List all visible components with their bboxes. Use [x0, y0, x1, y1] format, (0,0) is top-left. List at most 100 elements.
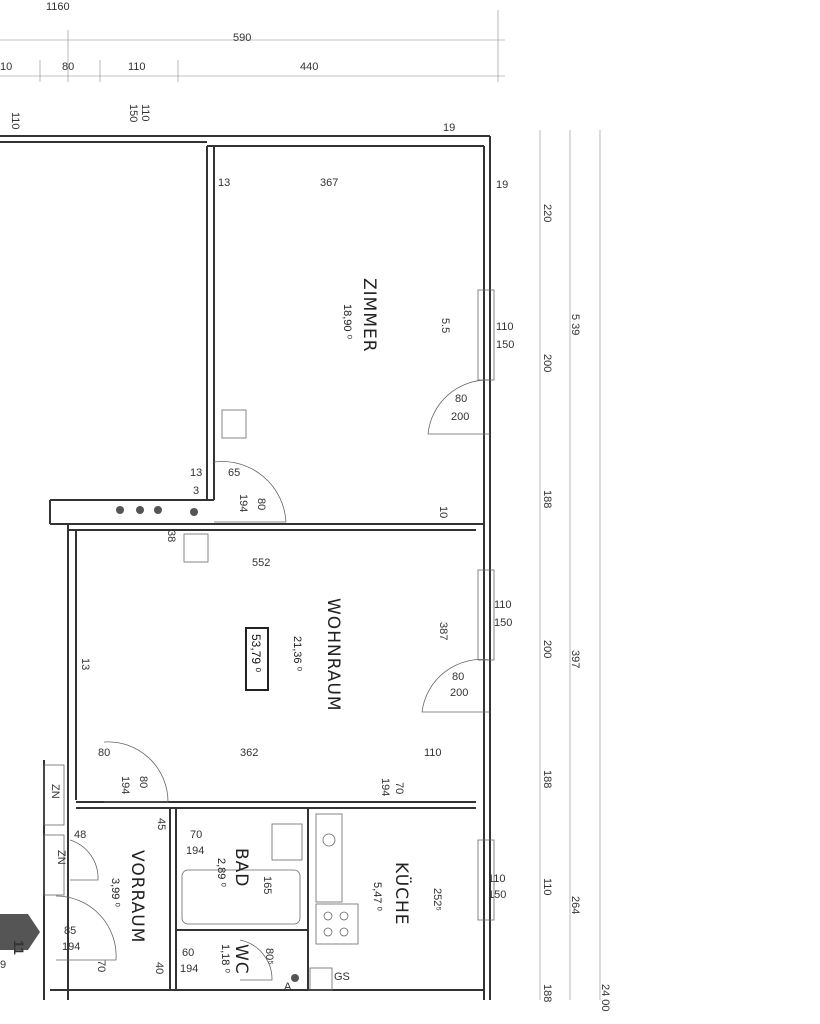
dim-19b: 19: [496, 179, 508, 191]
right-dim-200a: 200: [541, 354, 553, 372]
dim-wohn-door-200: 200: [450, 687, 468, 699]
dim-194b: 194: [62, 941, 80, 953]
dim-440: 440: [300, 61, 318, 73]
burner-icon: [323, 927, 333, 937]
bathtub-icon: [181, 869, 301, 925]
dim-door-200: 200: [451, 411, 469, 423]
stair-number: 11: [11, 940, 27, 955]
dim-door-80: 80: [455, 393, 467, 405]
dim-38: 38: [165, 530, 177, 542]
dim-9: 9: [0, 959, 6, 971]
right-dim-539: 5 39: [569, 314, 581, 335]
radiator-zimmer: [221, 409, 247, 439]
burner-icon: [339, 927, 349, 937]
room-name-wc: WC: [231, 944, 251, 975]
chimney-dot: [190, 508, 198, 516]
window-left-top: [43, 764, 65, 826]
dim-10: 10: [437, 506, 449, 518]
dim-5-5: 5.5: [439, 318, 451, 333]
dim-48: 48: [74, 829, 86, 841]
dim-80b: 80: [137, 776, 149, 788]
right-dim-188b: 188: [541, 770, 553, 788]
door-zimmer: [213, 461, 287, 523]
dim-win-110: 110: [496, 321, 514, 333]
burner-icon: [339, 911, 349, 921]
electric-meter: [291, 974, 299, 982]
stove-icon: [315, 903, 359, 945]
room-name-kueche: KÜCHE: [391, 862, 413, 926]
window-zimmer: [477, 289, 495, 381]
dim-40: 40: [153, 962, 165, 974]
right-dim-220: 220: [541, 204, 553, 222]
door-zimmer-balcony: [427, 379, 491, 435]
right-dim-397: 397: [569, 650, 581, 668]
dim-110: 110: [128, 61, 146, 73]
total-area-box: [245, 627, 269, 691]
dim-80: 80: [98, 747, 110, 759]
burner-icon: [323, 911, 333, 921]
radiator-wohnraum: [183, 533, 209, 563]
right-dim-2400: 24 00: [599, 984, 611, 1012]
room-area-wohnraum: 21,36 ⁰: [291, 636, 303, 672]
dim-45: 45: [155, 818, 167, 830]
dim-win-150: 150: [496, 339, 514, 351]
dim-590: 590: [233, 32, 251, 44]
dim-wohn-win-110: 110: [494, 599, 512, 611]
right-dim-200b: 200: [541, 640, 553, 658]
room-name-zimmer: ZIMMER: [359, 278, 379, 353]
dim-194: 194: [119, 776, 131, 794]
sink-icon: [322, 833, 336, 847]
dim-552: 552: [252, 557, 270, 569]
dim-60: 60: [182, 947, 194, 959]
label-zn1: ZN: [49, 784, 61, 799]
washbasin-icon: [271, 823, 303, 861]
dim-3: 3: [193, 485, 199, 497]
gas-meter: [309, 967, 333, 991]
dim-110: 110: [424, 747, 442, 759]
dim-wohn-door-80: 80: [452, 671, 464, 683]
dim-165: 165: [261, 876, 273, 894]
room-name-bad: BAD: [231, 848, 251, 887]
dim-kue-win-150: 150: [488, 889, 506, 901]
dim-overall: 1160: [46, 1, 70, 13]
dim-194: 194: [237, 494, 249, 512]
room-name-vorraum: VORRAUM: [127, 850, 147, 943]
dim-362: 362: [240, 747, 258, 759]
dim-194c: 194: [180, 963, 198, 975]
room-area-bad: 2,89 ⁰: [215, 858, 227, 887]
right-dim-264: 264: [569, 896, 581, 914]
chimney-dot: [154, 506, 162, 514]
dim-kue-win-110: 110: [488, 873, 506, 885]
dim-194b: 194: [379, 778, 391, 796]
kitchen-counter: [315, 813, 343, 903]
left-dim-150: 150: [127, 104, 139, 122]
dim-70: 70: [393, 782, 405, 794]
dim-80b: 80: [255, 498, 267, 510]
room-area-zimmer: 18,90 ⁰: [341, 304, 353, 340]
left-dim-110b: 110: [139, 104, 151, 122]
label-a: A: [284, 981, 292, 993]
room-area-wc: 1,18 ⁰: [219, 944, 231, 973]
right-dim-110: 110: [541, 878, 553, 896]
dim-194: 194: [186, 845, 204, 857]
dim-367: 367: [320, 177, 338, 189]
dim-70b: 70: [95, 960, 107, 972]
door-entrance: [55, 895, 117, 961]
window-left-bottom: [43, 834, 65, 896]
label-zn2: ZN: [55, 850, 67, 865]
dim-80: 80: [62, 61, 74, 73]
dim-85: 85: [64, 925, 76, 937]
left-dim-110: 110: [9, 112, 21, 130]
right-dim-188a: 188: [541, 490, 553, 508]
dim-65: 65: [228, 467, 240, 479]
dim-13a: 13: [218, 177, 230, 189]
dim-13: 13: [79, 658, 91, 670]
total-area: 53,79 ⁰: [249, 634, 263, 672]
chimney-dot: [136, 506, 144, 514]
dim-19a: 19: [443, 122, 455, 134]
right-dim-188c: 188: [541, 984, 553, 1002]
entrance-arrow-icon: [0, 914, 40, 950]
dim-wohn-win-150: 150: [494, 617, 512, 629]
dim-70: 70: [190, 829, 202, 841]
